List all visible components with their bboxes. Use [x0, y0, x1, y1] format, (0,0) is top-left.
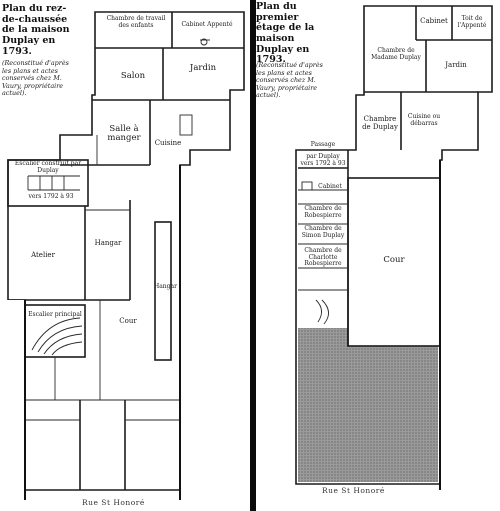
street-label-right: Rue St Honoré [322, 486, 385, 495]
room-label-escalier-principal: Escalier principal [28, 311, 82, 318]
room-label-escalier-actuel: Escalier construit par Duplay [14, 160, 82, 174]
room-label-hangar: Hangar [94, 239, 122, 247]
ground-floor-plan-panel: Plan du rez-de-chaussée de la maison Dup… [2, 3, 245, 507]
room-label-chambre-robespierre: Chambre de Robespierre [304, 205, 342, 219]
room-label-chambre-travail: Chambre de travail des enfants [106, 15, 166, 29]
room-label-cabinet-small: Cabinet [318, 183, 342, 190]
room-label-jardin-right: Jardin [445, 61, 467, 69]
panel-divider [250, 0, 256, 511]
room-label-salon: Salon [120, 71, 146, 81]
first-floor-plan-panel: Plan du premier étage de la maison Dupla… [256, 0, 500, 511]
ground-floor-plan-drawing [7, 11, 245, 500]
room-label-escalier-year: vers 1792 à 93 [28, 193, 74, 200]
room-label-cour: Cour [119, 317, 137, 325]
room-label-cuisine: Cuisine [154, 139, 182, 147]
room-label-chambre-duplay: Chambre de Duplay [362, 115, 398, 131]
room-label-chambre-mme-duplay: Chambre de Madame Duplay [371, 47, 421, 61]
room-label-atelier: Atelier [31, 251, 55, 259]
room-label-salle-a-manger: Salle à manger [107, 124, 141, 144]
room-label-toit-appente: Toit de l'Appenté [457, 15, 487, 29]
room-label-cabinet-appente: Cabinet Appenté [181, 21, 233, 28]
room-label-cuisine-debarras: Cuisine ou débarras [407, 113, 441, 127]
first-floor-plan-note: (Reconstitué d'après les plans et actes … [256, 61, 323, 100]
room-label-escalier-duplay: par Duplay vers 1792 à 93 [300, 153, 346, 167]
room-label-passage: Passage [310, 141, 336, 148]
room-label-jardin: Jardin [189, 63, 217, 73]
room-label-cabinet: Cabinet [420, 17, 448, 25]
room-label-hangar-side: Hangar [154, 283, 177, 290]
room-label-chambre-charlotte: Chambre de Charlotte Robespierre [304, 247, 342, 268]
street-label-left: Rue St Honoré [82, 498, 145, 507]
ground-floor-plan-note: (Reconstitué d'après les plans et actes … [2, 59, 69, 98]
room-label-chambre-simon-duplay: Chambre de Simon Duplay [301, 225, 345, 239]
first-floor-plan-title: Plan du premier étage de la maison Dupla… [256, 1, 315, 66]
room-label-cour-right: Cour [383, 255, 405, 265]
ground-floor-plan-title: Plan du rez-de-chaussée de la maison Dup… [2, 3, 70, 57]
first-floor-plan-drawing [295, 5, 493, 490]
